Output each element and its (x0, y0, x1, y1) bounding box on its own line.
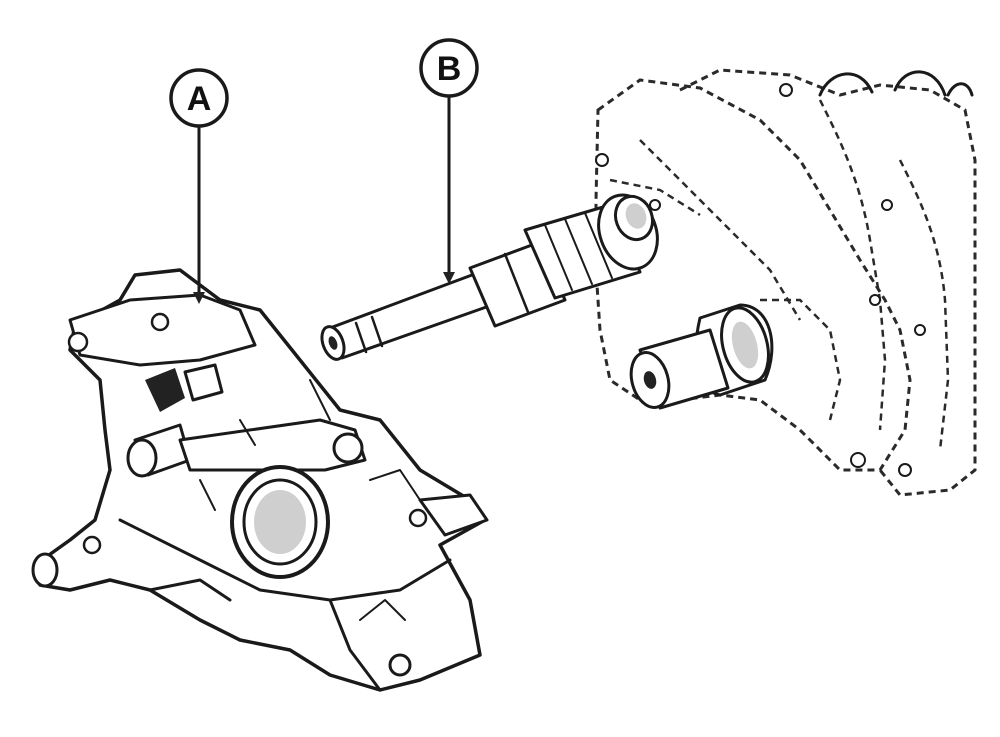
oil-pump-a (31, 268, 489, 692)
drive-shaft-b (320, 193, 659, 361)
callout-b-circle (419, 38, 479, 98)
callout-a-circle (169, 68, 229, 128)
callout-b: B (419, 38, 479, 284)
callout-a: A (169, 68, 229, 304)
engine-block (594, 68, 977, 497)
callout-a-label: A (187, 80, 212, 118)
callout-b-label: B (437, 50, 462, 88)
